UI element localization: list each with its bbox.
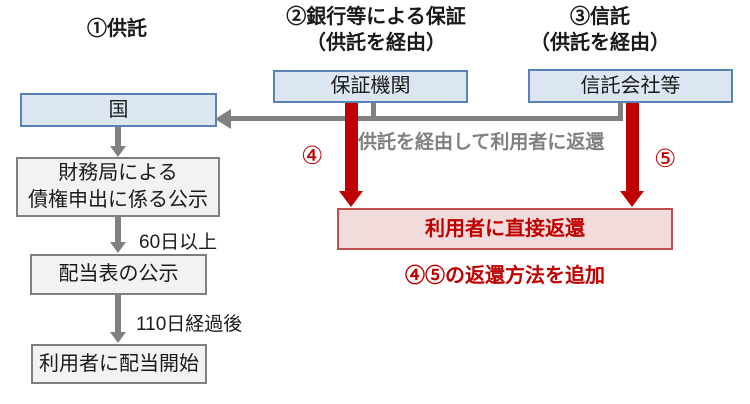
arrow-5-head-icon [620,191,644,207]
connector-stub-hosho [371,103,376,118]
box-chokusetsu-henkan: 利用者に直接返還 [337,208,673,250]
footnote-henkan-tsuika: ④⑤の返還方法を追加 [405,265,605,287]
arrowhead-left-icon [215,109,231,129]
heading-shintaku-line2: （供託を経由） [530,32,670,54]
arrow-zaimu-to-haitohyo-head-icon [110,242,126,253]
label-via-kyotaku: 供託を経由して利用者に返還 [358,132,605,153]
label-circled-5: ⑤ [654,145,677,173]
box-haitohyo-koji: 配当表の公示 [30,254,207,295]
arrow-kuni-to-zaimu-shaft [115,127,121,146]
heading-shintaku: ③信託 （供託を経由） [480,4,720,56]
label-60-days: 60日以上 [139,232,218,253]
box-haito-kaishi: 利用者に配当開始 [31,344,207,384]
label-circled-4: ④ [301,142,324,170]
box-hosho-kikan: 保証機関 [273,70,468,103]
box-zaimu-koji-line1: 財務局による [58,162,178,184]
box-zaimu-koji: 財務局による 債権申出に係る公示 [16,157,220,217]
heading-ginko-hosho: ②銀行等による保証 （供託を経由） [256,4,496,56]
box-kuni: 国 [20,93,217,127]
connector-via-horizontal-line [229,116,623,121]
arrow-zaimu-to-haitohyo-shaft [115,217,121,242]
box-shintaku-kaisha: 信託会社等 [528,69,733,103]
label-110-days: 110日経過後 [136,314,243,335]
connector-stub-shintaku [618,103,623,119]
arrow-kuni-to-zaimu-head-icon [110,146,126,157]
heading-ginko-hosho-line1: ②銀行等による保証 [286,6,466,28]
heading-kyotaku: ①供託 [87,18,147,40]
heading-ginko-hosho-line2: （供託を経由） [306,32,446,54]
arrow-4-shaft [345,103,358,191]
arrow-haitohyo-to-kaishi-shaft [115,295,121,332]
box-zaimu-koji-line2: 債権申出に係る公示 [28,189,208,211]
heading-shintaku-line1: ③信託 [570,6,630,28]
arrow-5-shaft [626,103,639,191]
arrow-haitohyo-to-kaishi-head-icon [110,332,126,343]
arrow-4-head-icon [339,191,363,207]
